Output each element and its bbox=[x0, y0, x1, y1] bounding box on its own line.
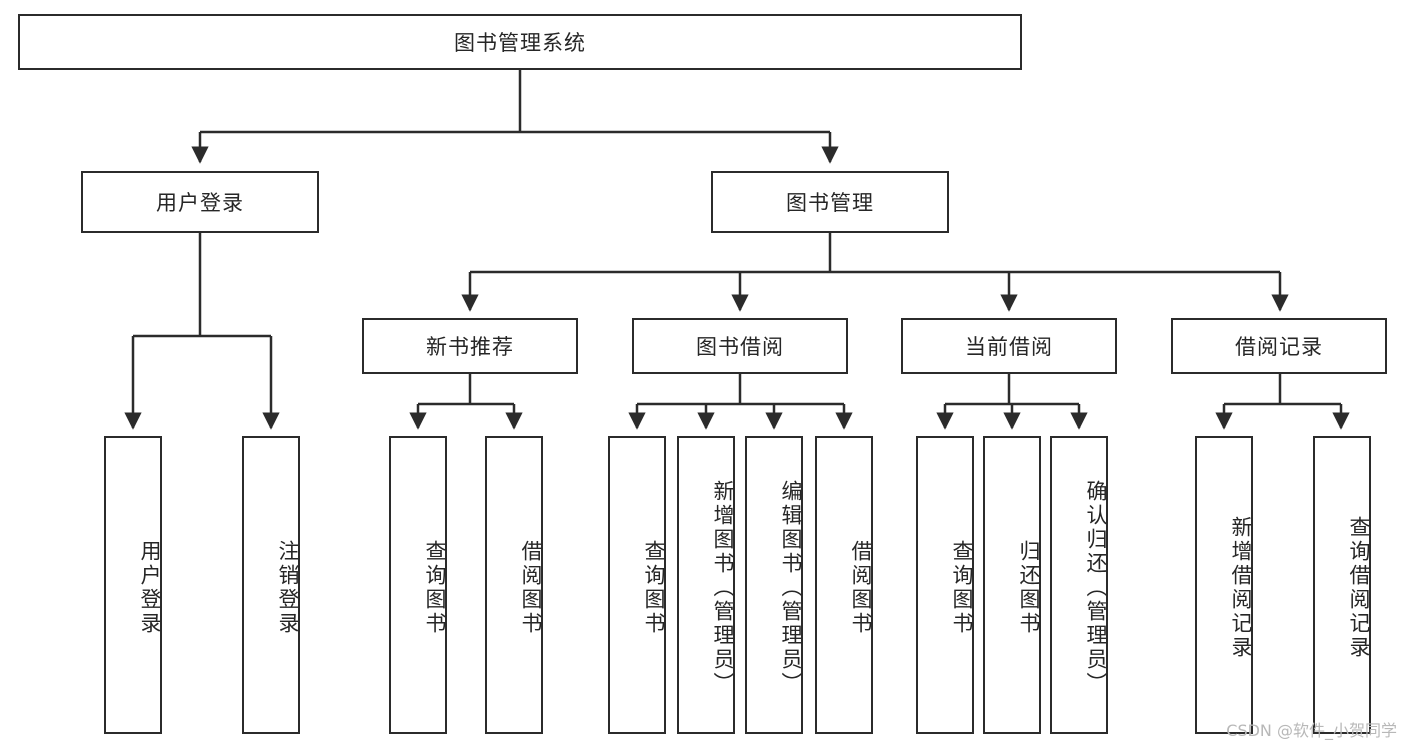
node-borrow-record[interactable]: 借阅记录 bbox=[1171, 318, 1387, 374]
node-user-login-label: 用户登录 bbox=[156, 191, 244, 215]
node-leaf-add-borrow-record[interactable]: 新增借阅记录 bbox=[1195, 436, 1253, 734]
node-user-login[interactable]: 用户登录 bbox=[81, 171, 319, 233]
node-leaf-add-borrow-record-label: 新增借阅记录 bbox=[1229, 516, 1253, 660]
node-leaf-return-book[interactable]: 归还图书 bbox=[983, 436, 1041, 734]
node-leaf-query-book-3[interactable]: 查询图书 bbox=[916, 436, 974, 734]
node-leaf-borrow-book-2[interactable]: 借阅图书 bbox=[815, 436, 873, 734]
node-leaf-edit-book-label: 编辑图书（管理员） bbox=[779, 480, 803, 696]
node-leaf-confirm-return-label: 确认归还（管理员） bbox=[1084, 480, 1108, 696]
node-borrow-record-label: 借阅记录 bbox=[1235, 335, 1323, 359]
node-new-book-recommend[interactable]: 新书推荐 bbox=[362, 318, 578, 374]
node-leaf-logout-login-label: 注销登录 bbox=[276, 540, 300, 636]
node-leaf-return-book-label: 归还图书 bbox=[1017, 540, 1041, 636]
node-leaf-query-book-2-label: 查询图书 bbox=[642, 540, 666, 636]
node-current-borrow[interactable]: 当前借阅 bbox=[901, 318, 1117, 374]
node-leaf-user-login-label: 用户登录 bbox=[138, 540, 162, 636]
node-root-system[interactable]: 图书管理系统 bbox=[18, 14, 1022, 70]
node-leaf-query-borrow-record[interactable]: 查询借阅记录 bbox=[1313, 436, 1371, 734]
node-leaf-add-book-label: 新增图书（管理员） bbox=[711, 480, 735, 696]
node-leaf-confirm-return[interactable]: 确认归还（管理员） bbox=[1050, 436, 1108, 734]
node-leaf-user-login[interactable]: 用户登录 bbox=[104, 436, 162, 734]
node-book-borrow[interactable]: 图书借阅 bbox=[632, 318, 848, 374]
node-leaf-query-book-1-label: 查询图书 bbox=[423, 540, 447, 636]
node-leaf-query-book-1[interactable]: 查询图书 bbox=[389, 436, 447, 734]
node-book-management-label: 图书管理 bbox=[786, 191, 874, 215]
node-leaf-edit-book[interactable]: 编辑图书（管理员） bbox=[745, 436, 803, 734]
node-leaf-logout-login[interactable]: 注销登录 bbox=[242, 436, 300, 734]
node-leaf-add-book[interactable]: 新增图书（管理员） bbox=[677, 436, 735, 734]
csdn-watermark: CSDN @软件_小贺同学 bbox=[1226, 721, 1397, 740]
node-leaf-borrow-book-1[interactable]: 借阅图书 bbox=[485, 436, 543, 734]
node-leaf-query-book-2[interactable]: 查询图书 bbox=[608, 436, 666, 734]
node-current-borrow-label: 当前借阅 bbox=[965, 335, 1053, 359]
node-leaf-borrow-book-2-label: 借阅图书 bbox=[849, 540, 873, 636]
node-leaf-query-borrow-record-label: 查询借阅记录 bbox=[1347, 516, 1371, 660]
node-new-book-recommend-label: 新书推荐 bbox=[426, 335, 514, 359]
node-book-management[interactable]: 图书管理 bbox=[711, 171, 949, 233]
node-leaf-query-book-3-label: 查询图书 bbox=[950, 540, 974, 636]
node-book-borrow-label: 图书借阅 bbox=[696, 335, 784, 359]
node-leaf-borrow-book-1-label: 借阅图书 bbox=[519, 540, 543, 636]
node-root-system-label: 图书管理系统 bbox=[454, 31, 586, 55]
